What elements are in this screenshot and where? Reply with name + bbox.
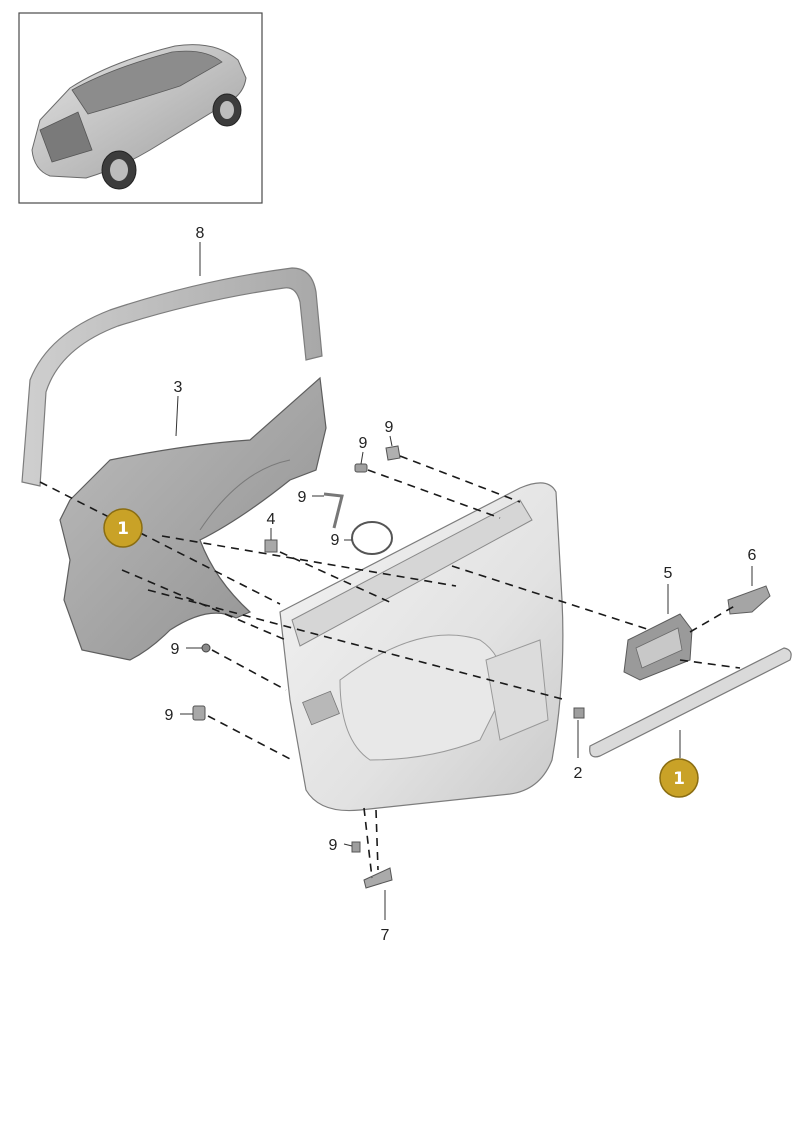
clip-9f — [192, 705, 206, 721]
label-8: 8 — [196, 225, 205, 242]
screw-9g — [351, 841, 361, 853]
label-7: 7 — [381, 927, 390, 944]
label-3: 3 — [174, 379, 183, 396]
door-trim-panel — [279, 482, 564, 812]
badge-left-number: 1 — [117, 519, 129, 539]
clip-4 — [264, 539, 278, 553]
label-5: 5 — [664, 565, 673, 582]
clip-9b — [354, 463, 368, 473]
screw-9e — [201, 643, 211, 653]
ring-9d — [351, 521, 393, 555]
label-9f: 9 — [165, 707, 174, 724]
leader-lines — [175, 242, 753, 920]
part-6-trim-piece — [727, 585, 771, 615]
label-9e: 9 — [171, 641, 180, 658]
label-2: 2 — [574, 765, 583, 782]
part-8-frame-seal — [21, 267, 323, 487]
badge-right-number: 1 — [673, 769, 685, 789]
part-3-insulation-panel — [59, 376, 327, 661]
badge-right: 1 — [659, 758, 699, 798]
clip-9a — [385, 445, 401, 461]
label-6: 6 — [748, 547, 757, 564]
label-9g: 9 — [329, 837, 338, 854]
label-9d: 9 — [331, 532, 340, 549]
part-1-armrest-strip — [589, 647, 792, 758]
assembly-lines — [39, 455, 741, 879]
badge-left: 1 — [103, 508, 143, 548]
fastener-clips — [192, 445, 585, 889]
vehicle-thumbnail — [18, 12, 263, 204]
label-9b: 9 — [359, 435, 368, 452]
clip-9c — [323, 492, 344, 529]
label-9a: 9 — [385, 419, 394, 436]
label-9c: 9 — [298, 489, 307, 506]
vehicle-icon — [31, 44, 247, 190]
label-4: 4 — [267, 511, 276, 528]
screw-2 — [573, 707, 585, 719]
part-7-cover — [363, 867, 393, 889]
callout-labels: 8 3 9 9 9 9 4 5 6 9 9 2 9 7 — [165, 225, 757, 944]
part-5-handle-module — [623, 613, 693, 681]
